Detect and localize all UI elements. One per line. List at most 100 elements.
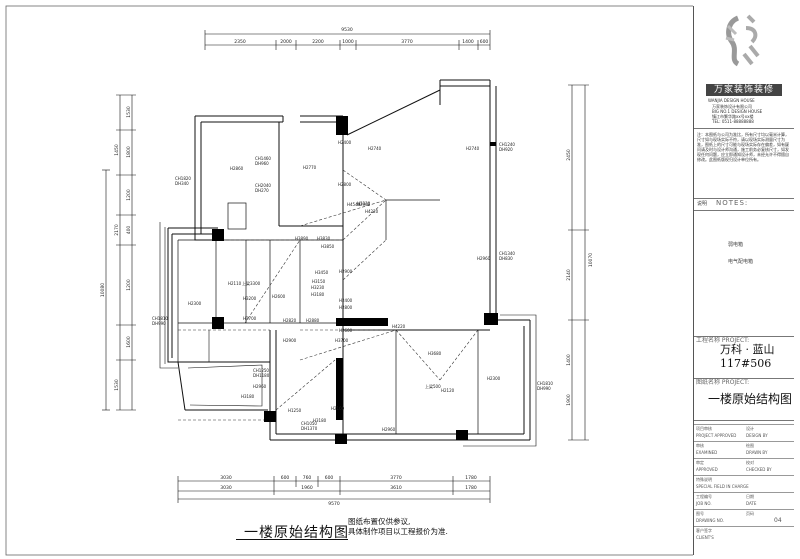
notes-heading-cn: 说明 (697, 201, 708, 207)
ceiling-height-label: 上梁500 (425, 383, 441, 389)
company-line: 万家装饰设计有限公司 (712, 104, 752, 109)
floor-plan: 9530235020002200100037701400600303060076… (5, 5, 693, 556)
ceiling-height-label: H2880 (306, 318, 320, 323)
ceiling-height-label: H2400 (338, 140, 352, 145)
drawing-caption-title: 一楼原始结构图 (244, 525, 349, 541)
dimension-left: 1200 (126, 279, 132, 291)
ceiling-height-label: H4540 (347, 202, 361, 207)
ceiling-height-label: 上梁3300 (242, 280, 261, 286)
ceiling-height-label: H3200 (243, 296, 257, 301)
ceiling-height-label: DH990 (537, 386, 551, 391)
title-block-row: 图号 DRAWING NO. 页码 04 (694, 509, 794, 527)
ceiling-height-label: H2860 (230, 166, 244, 171)
ceiling-height-label: DH1370 (301, 426, 318, 431)
row-label-cn: 设计 (746, 426, 754, 431)
ceiling-height-label: H2300 (487, 376, 501, 381)
row-label-cn: 特殊说明 (696, 477, 712, 482)
row-label-en: APPROVED (696, 467, 718, 472)
ceiling-height-label: H2400 (339, 298, 353, 303)
notes-text: 注：本图纸与公司为准比，所有尺寸均以毫米计算，尺寸如与现场实际不符，请以现场实际… (697, 132, 789, 162)
ceiling-height-label: CH1810 (152, 316, 168, 321)
ceiling-height-label: H1250 (288, 408, 302, 413)
ceiling-height-label: DH960 (255, 161, 269, 166)
ceiling-height-label: H2900 (283, 338, 297, 343)
row-label-en: 04 (774, 517, 782, 524)
drawing-label: 图纸名称 PROJECT: (696, 379, 750, 386)
row-label-en: DATE (746, 501, 757, 506)
row-label-en: JOB NO. (696, 501, 712, 506)
dimension-left: 2170 (114, 224, 120, 236)
company-info: 万家装饰设计有限公司 BIG NO.1 DESIGN HOUSE 镇江市繁华路x… (712, 104, 788, 124)
ceiling-height-label: H2820 (283, 318, 297, 323)
ceiling-height-label: DH990 (152, 321, 166, 326)
ceiling-height-label: DH340 (175, 181, 189, 186)
ceiling-height-label: H3180 (311, 292, 325, 297)
ceiling-height-label: H3680 (428, 351, 442, 356)
dimension-left: 1600 (126, 336, 132, 348)
row-label-en: DESIGN BY (746, 433, 768, 438)
legend-label-distribution: 电气配电箱 (728, 259, 754, 265)
ceiling-height-label: H2740 (368, 146, 382, 151)
dimension-left: 1800 (126, 146, 132, 158)
row-label-cn: 页码 (746, 511, 754, 516)
ceiling-height-label: CH1240 (499, 142, 515, 147)
company-line: TEL: 0511-88888888 (712, 119, 754, 124)
dimension-right: 1900 (566, 394, 572, 406)
row-label-en: DRAWING NO. (696, 518, 724, 523)
dimension-right: 1400 (566, 354, 572, 366)
ceiling-height-label: CH1250 (253, 368, 269, 373)
company-name-en: WANJIA DESIGN HOUSE (708, 98, 755, 103)
dimension-left: 1530 (114, 379, 120, 391)
row-label-en: DRAWN BY (746, 450, 768, 455)
dimension-top: 1000 (342, 39, 354, 45)
ceiling-height-label: H2100 (331, 406, 345, 411)
project-name: 万科 · 蓝山 (720, 343, 775, 356)
legend-label-weak-current: 弱电箱 (728, 242, 744, 248)
ceiling-height-label: H3180 (313, 418, 327, 423)
ceiling-height-label: H3890 (295, 236, 309, 241)
title-block-row: 项目审核 PROJECT APPROVED 设计 DESIGN BY (694, 424, 794, 442)
row-label-en: CHECKED BY (746, 467, 772, 472)
ceiling-height-label: H4220 (392, 324, 406, 329)
dimension-bottom: 600 (325, 475, 334, 481)
ceiling-height-label: CH1050 (301, 421, 317, 426)
dimension-right: 2140 (566, 269, 572, 281)
row-label-cn: 图号 (696, 511, 704, 516)
ceiling-height-label: H3700 (335, 338, 349, 343)
dimension-right-total: 10070 (588, 253, 594, 267)
ceiling-height-label: CH1460 (255, 156, 271, 161)
row-label-cn: 项目审核 (696, 426, 712, 431)
caption-underline (236, 539, 348, 540)
ceiling-height-label: H3330 (357, 201, 371, 206)
ceiling-height-label: H3150 (312, 279, 326, 284)
dimension-left-total: 10080 (100, 283, 106, 297)
dimension-top: 2000 (280, 39, 292, 45)
structural-columns (212, 116, 498, 444)
row-label-en: CLIENT'S (696, 535, 714, 540)
row-label-cn: 工程编号 (696, 494, 712, 499)
ceiling-height-label: H3230 (311, 285, 325, 290)
ceiling-height-label: CH1820 (175, 176, 191, 181)
title-block: 万家装饰装修 WANJIA DESIGN HOUSE 万家装饰设计有限公司 BI… (693, 6, 794, 555)
row-label-en: PROJECT APPROVED (696, 433, 737, 438)
ceiling-height-label: H2900 (339, 269, 353, 274)
caption-note-1: 图纸布置仅供参议, (348, 517, 411, 526)
ceiling-height-label: H2110 (228, 281, 242, 286)
project-unit: 117#506 (720, 357, 772, 370)
ceiling-height-label: DH270 (255, 188, 269, 193)
ceiling-height-label: H2960 (477, 256, 491, 261)
dimension-top: 1400 (462, 39, 474, 45)
dimension-bottom-total: 9570 (328, 501, 340, 507)
project-label: 工程名称 PROJECT: (696, 337, 750, 344)
ceiling-height-label: H2960 (382, 427, 396, 432)
dimension-bottom: 600 (281, 475, 290, 481)
ceiling-height-label: H2600 (272, 294, 286, 299)
dimension-left: 1450 (114, 144, 120, 156)
ceiling-height-label: H2800 (338, 182, 352, 187)
ceiling-height-label: H2960 (253, 384, 267, 389)
row-label-cn: 审核 (696, 443, 704, 448)
